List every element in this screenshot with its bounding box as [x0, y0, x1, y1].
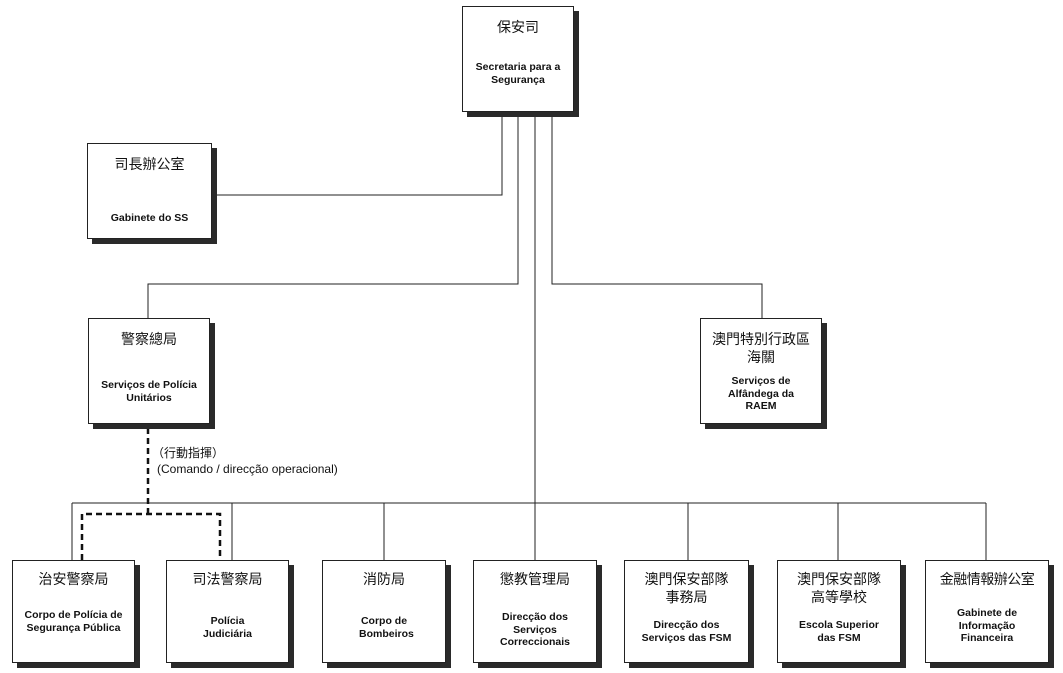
node-pt-label: Polícia Judiciária	[202, 615, 253, 640]
connector-root-police	[147, 117, 519, 318]
node-zh-label: 治安警察局	[38, 572, 109, 588]
node-pt-label: Direcção dos Serviços das FSM	[641, 619, 732, 644]
node-dsfsm: 澳門保安部隊事務局 Direcção dos Serviços das FSM	[624, 560, 749, 663]
node-zh-label: 澳門特別行政區海關	[712, 332, 810, 366]
node-pt-label: Gabinete de Informação Financeira	[956, 607, 1018, 644]
node-zh-label: 澳門保安部隊事務局	[644, 572, 729, 606]
node-secretaria-seguranca: 保安司 Secretaria para a Segurança	[462, 6, 574, 112]
node-alfandega-raem: 澳門特別行政區海關 Serviços de Alfândega da RAEM	[700, 318, 822, 424]
node-pt-label: Serviços de Alfândega da RAEM	[728, 375, 794, 412]
node-gabinete-ss: 司長辦公室 Gabinete do SS	[87, 143, 212, 239]
node-pj: 司法警察局 Polícia Judiciária	[166, 560, 289, 663]
connector-root-customs	[551, 117, 763, 318]
node-pt-label: Serviços de Polícia Unitários	[101, 379, 197, 404]
node-zh-label: 澳門保安部隊高等學校	[797, 572, 881, 606]
node-pt-label: Gabinete do SS	[110, 212, 189, 224]
node-zh-label: 金融情報辦公室	[939, 572, 1035, 588]
connector-root-office	[213, 117, 503, 196]
node-pt-label: Direcção dos Serviços Correccionais	[499, 611, 571, 648]
node-bombeiros: 消防局 Corpo de Bombeiros	[322, 560, 446, 663]
command-note-pt: (Comando / direcção operacional)	[157, 462, 338, 476]
node-pt-label: Corpo de Bombeiros	[359, 615, 414, 640]
node-correccionais: 懲教管理局 Direcção dos Serviços Correccionai…	[473, 560, 597, 663]
dashed-command-branch	[80, 512, 222, 560]
node-pt-label: Secretaria para a Segurança	[475, 61, 561, 86]
node-esfsm: 澳門保安部隊高等學校 Escola Superior das FSM	[777, 560, 901, 663]
node-pt-label: Escola Superior das FSM	[799, 619, 879, 644]
node-zh-label: 消防局	[363, 572, 405, 588]
node-policia-unitarios: 警察總局 Serviços de Polícia Unitários	[88, 318, 210, 424]
node-gif: 金融情報辦公室 Gabinete de Informação Financeir…	[925, 560, 1049, 663]
node-zh-label: 保安司	[497, 20, 539, 36]
node-zh-label: 警察總局	[121, 332, 177, 348]
node-pt-label: Corpo de Polícia de Segurança Pública	[24, 609, 123, 634]
node-zh-label: 司長辦公室	[114, 157, 185, 173]
command-note-zh: （行動指揮）	[152, 446, 225, 460]
node-zh-label: 懲教管理局	[500, 572, 570, 588]
node-zh-label: 司法警察局	[192, 572, 263, 588]
node-psp: 治安警察局 Corpo de Polícia de Segurança Públ…	[12, 560, 135, 663]
